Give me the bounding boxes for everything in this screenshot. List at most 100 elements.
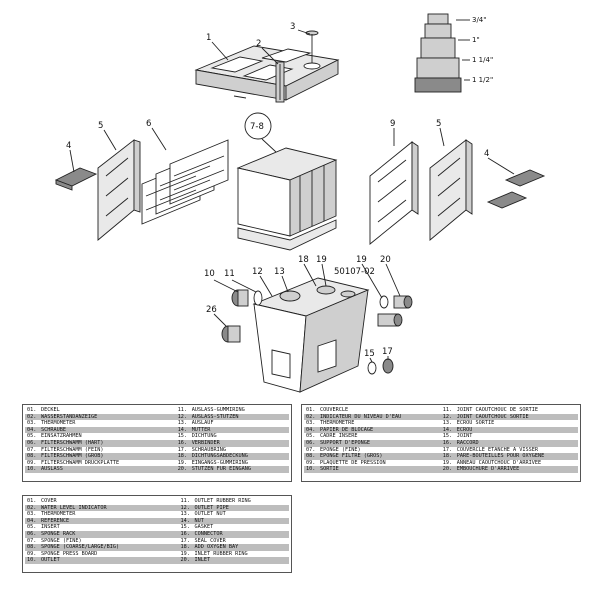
legend-part-name: ÉCROU (454, 426, 578, 434)
legend-number: 17. (180, 537, 190, 544)
legend-separator (170, 557, 179, 564)
legend-part-name: DICHTUNGSABDECKUNG (189, 453, 289, 460)
legend-part-name: FILTERSCHWAMM (GROB) (39, 453, 168, 460)
legend-part-name: ÉPONGE FILTRE (GROS) (318, 453, 433, 460)
lid-part-1 (194, 45, 340, 101)
legend-part-name: THERMOMÈTRE (320, 420, 355, 427)
legend-part-name: SPONGE (COARSE/LARGE/BIG) (39, 544, 171, 551)
inlet-part-20 (393, 295, 413, 309)
legend-number: 09. (306, 459, 316, 466)
legend-part-name: THERMOMETER (41, 420, 76, 427)
legend-number: 07. (27, 446, 37, 453)
legend-part-name: MUTTER (189, 426, 289, 434)
sponge-block-part-7-8 (236, 147, 338, 251)
legend-part-name: FILTERSCHWAMM (FEIN) (41, 446, 104, 453)
legend-separator (433, 460, 441, 467)
sponge-rack-part-6 (141, 139, 229, 225)
legend-row: 07.FILTERSCHWAMM (FEIN)17.SCHRAUBRING (25, 447, 289, 454)
legend-part-name: EINSATZRAHMEN (41, 433, 82, 440)
legend-separator (168, 407, 176, 414)
legend-part-name: ÉPONGE (FINE) (320, 446, 361, 453)
legend-part-name: COUVERCLE (320, 407, 349, 413)
filter-housing (252, 277, 370, 393)
legend-number: 05. (27, 433, 37, 440)
legend-part-name: SCHRAUBRING (191, 446, 227, 453)
legend-part-name: EINGANGS-GUMMIRING (191, 459, 248, 466)
callout-4-left: 4 (66, 141, 71, 151)
legend-part-name: DECKEL (41, 407, 60, 413)
legend-number: 18. (178, 544, 193, 551)
legend-number: 01. (27, 407, 37, 413)
outlet-nut-part-26 (221, 325, 241, 343)
size-3-4: 3/4" (472, 16, 487, 24)
leader-lines (69, 29, 515, 363)
legend-number: 14. (178, 517, 193, 525)
legend-number: 07. (27, 537, 37, 544)
legend-part-name: OUTLET RUBBER RING (194, 498, 251, 504)
callout-10: 10 (204, 269, 215, 279)
legend-number: 20. (175, 466, 190, 473)
callout-17: 17 (382, 347, 393, 357)
legend-part-name: JOINT (456, 433, 473, 440)
screw-plate-part-4-left (54, 167, 98, 191)
legend-number: 11. (180, 498, 190, 504)
size-1-1-2: 1 1/2" (472, 76, 493, 84)
callout-5-right: 5 (436, 119, 441, 129)
legend-number: 14. (175, 426, 190, 434)
legend-row: 08.SPONGE (COARSE/LARGE/BIG)18.ADD OXYGE… (25, 544, 289, 551)
callout-19-b: 19 (356, 255, 367, 265)
legend-part-name: SCHRAUBE (39, 426, 168, 434)
legend-number: 16. (178, 530, 193, 538)
callout-1: 1 (206, 33, 211, 43)
legend-part-name: VERBINDER (189, 439, 289, 447)
legend-part-name: FILTERSCHWAMM (HART) (39, 439, 168, 447)
legend-part-name: INDICATEUR DU NIVEAU D'EAU (318, 413, 433, 421)
legend-number: 13. (180, 511, 190, 518)
legend-part-name: WATER LEVEL INDICATOR (39, 504, 171, 512)
legend-separator (168, 433, 176, 440)
legend-number: 19. (177, 459, 188, 466)
legend-part-name: AUSLASS-STUTZEN (189, 413, 289, 421)
legend-part-name: SORTIE (318, 466, 433, 473)
legend-number: 12. (178, 504, 193, 512)
callout-4-right: 4 (484, 149, 489, 159)
legend-separator (432, 413, 441, 421)
callout-26: 26 (206, 305, 217, 315)
legend-separator (433, 447, 441, 454)
legend-part-name: INSERT (41, 524, 60, 531)
legend-part-name: INLET (192, 557, 289, 564)
legend-number: 11. (442, 407, 453, 413)
callout-12: 12 (252, 267, 263, 277)
legend-number: 11. (177, 407, 188, 413)
legend-number: 14. (440, 426, 455, 434)
legend-row: 08.FILTERSCHWAMM (GROB)18.DICHTUNGSABDEC… (25, 453, 289, 460)
legend-number: 10. (304, 466, 318, 473)
legend-separator (433, 433, 441, 440)
legend-separator (432, 466, 441, 473)
legend-part-name: GASKET (194, 524, 214, 531)
legend-part-name: OUTLET (39, 557, 171, 564)
legend-number: 09. (27, 459, 37, 466)
legend-number: 13. (442, 420, 453, 427)
legend-number: 15. (177, 433, 188, 440)
sponge-press-board-part-9 (369, 141, 419, 245)
legend-part-name: REFERENCE (39, 517, 171, 525)
legend-part-name: INLET RUBBER RING (194, 550, 248, 557)
legend-number: 08. (25, 453, 39, 460)
seal-cover-part-17 (382, 358, 394, 374)
legend-number: 20. (440, 466, 455, 473)
legend-number: 10. (25, 557, 39, 564)
thermometer-part-3 (303, 30, 321, 70)
legend-part-name: WASSERSTANDANZEIGE (39, 413, 168, 421)
callout-9: 9 (390, 119, 395, 129)
legend-separator (432, 453, 441, 460)
